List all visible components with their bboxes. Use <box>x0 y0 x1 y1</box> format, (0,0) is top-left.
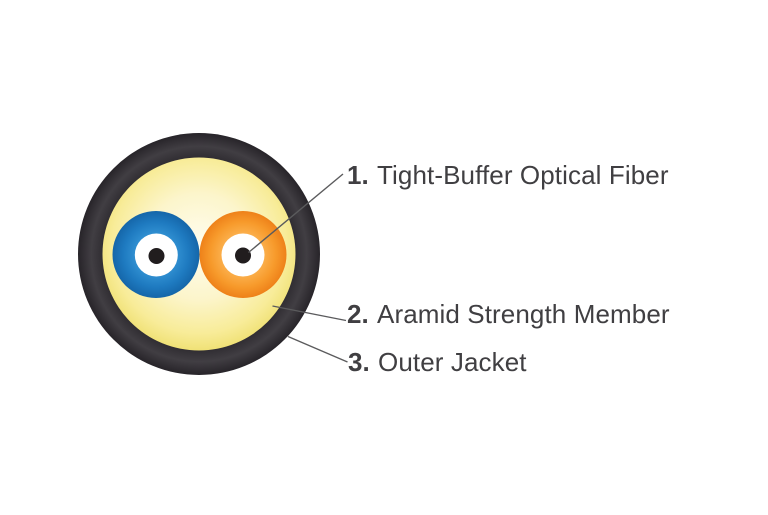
callout-number: 2. <box>347 299 369 329</box>
leader-line-1 <box>248 173 344 254</box>
orange-fiber-core-dot <box>235 247 251 264</box>
callout-tight-buffer-optical-fiber: 1. Tight-Buffer Optical Fiber <box>347 162 669 188</box>
blue-fiber-core-dot <box>148 248 165 264</box>
optical-fiber-blue <box>112 211 200 298</box>
callout-label: Tight-Buffer Optical Fiber <box>377 160 669 190</box>
callout-label: Outer Jacket <box>378 347 527 377</box>
optical-fiber-orange <box>199 211 287 298</box>
callout-aramid-strength-member: 2. Aramid Strength Member <box>347 301 670 327</box>
callout-number: 1. <box>347 160 369 190</box>
leader-line-2 <box>272 305 347 322</box>
callout-label: Aramid Strength Member <box>377 299 670 329</box>
callout-number: 3. <box>348 347 370 377</box>
callout-outer-jacket: 3. Outer Jacket <box>348 349 527 375</box>
leader-line-3 <box>287 335 348 363</box>
